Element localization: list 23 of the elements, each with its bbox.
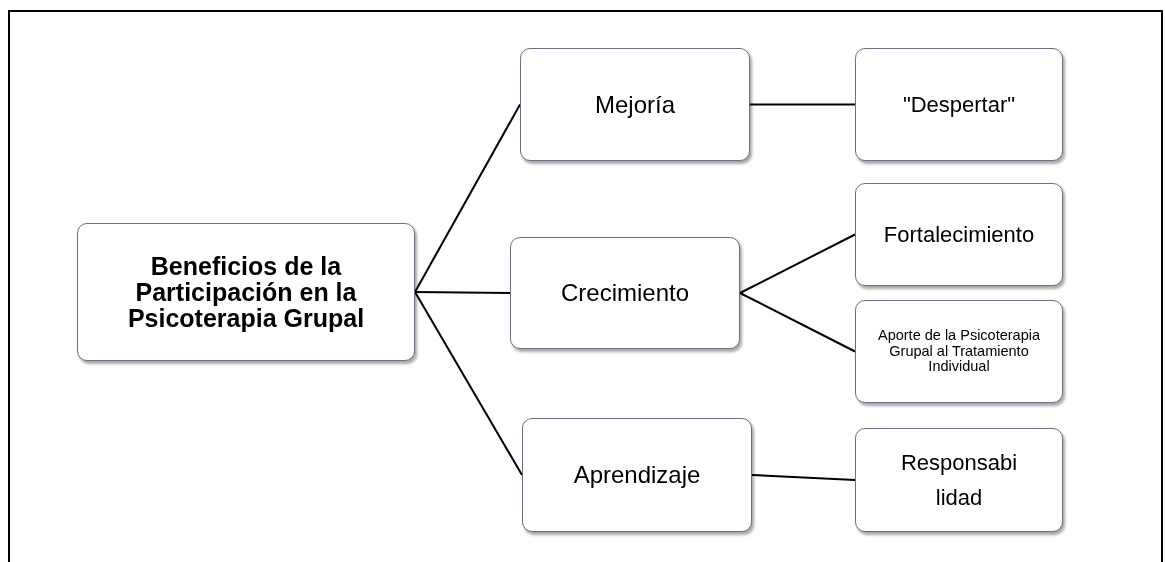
box-label: Mejoría bbox=[595, 89, 675, 120]
connector-line bbox=[749, 103, 856, 106]
connector-line bbox=[739, 292, 856, 353]
connector-line bbox=[739, 233, 856, 294]
box-label: Aprendizaje bbox=[573, 460, 701, 490]
connector-line bbox=[414, 291, 511, 294]
connector-line bbox=[414, 291, 523, 476]
rounded-box bbox=[77, 223, 415, 361]
rounded-box bbox=[855, 300, 1063, 403]
rounded-box bbox=[855, 48, 1063, 161]
rounded-box bbox=[520, 48, 750, 161]
rounded-box bbox=[522, 418, 752, 532]
box-label: Aporte de la Psicoterapia Grupal al Tratamiento Individual bbox=[877, 327, 1041, 376]
box-label: Responsabi lidad bbox=[899, 448, 1019, 512]
box-label: "Despertar" bbox=[902, 91, 1016, 119]
connector-line bbox=[751, 474, 856, 481]
box-label: Crecimiento bbox=[560, 278, 689, 308]
rounded-box bbox=[855, 428, 1063, 532]
box-label: Fortalecimiento bbox=[883, 221, 1035, 249]
box-label: Beneficios de la Participación en la Psicoterapia Grupal bbox=[126, 252, 366, 332]
connector-line bbox=[414, 103, 521, 293]
rounded-box bbox=[855, 183, 1063, 286]
rounded-box bbox=[510, 237, 740, 349]
